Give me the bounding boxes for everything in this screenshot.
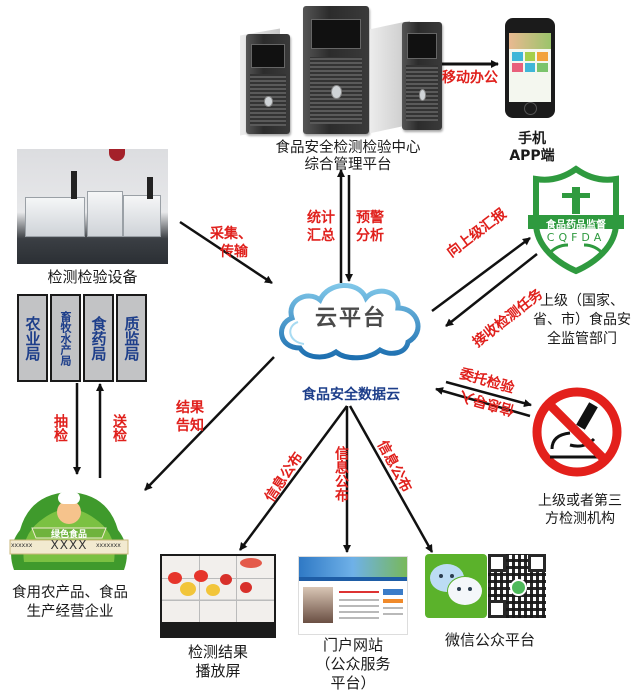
cloud-title: 云平台 — [314, 306, 387, 331]
cqfda-logo-abbr: CQFDA — [546, 231, 606, 244]
third-party-line1: 上级或者第三 — [538, 493, 622, 509]
server-right — [402, 22, 442, 130]
display-screen-image — [160, 554, 276, 638]
bureau-quality-label: 质监局 — [122, 315, 141, 361]
cqfda-logo-text: 食品药品监督 — [546, 220, 606, 231]
flow-label-sampling: 抽检 — [52, 414, 68, 442]
arrow-report-up — [431, 236, 531, 313]
portal-line1: 门户网站 — [322, 636, 383, 654]
arrow-publish-left — [238, 405, 349, 551]
flow-label-result-2: 告知 — [176, 418, 204, 434]
qr-code-icon — [488, 554, 546, 618]
wechat-label: 微信公众平台 — [444, 631, 535, 649]
supervisor-label: 上级（国家、 省、市）食品安 全监管部门 — [520, 292, 644, 349]
cloud-icon — [279, 283, 421, 361]
management-center-line2: 综合管理平台 — [304, 157, 392, 173]
green-food-fill-right: xxxxxxx — [96, 542, 121, 549]
display-screen-label: 检测结果 播放屏 — [160, 643, 276, 681]
flow-label-warning-2: 分析 — [356, 228, 384, 244]
mobile-app-line2: APP端 — [509, 148, 555, 164]
mobile-app-label: 手机 APP端 — [505, 131, 559, 165]
lab-equipment-image — [17, 149, 168, 264]
flow-label-collect-1: 采集、 — [210, 226, 252, 242]
bureau-livestock-label: 畜牧水产局 — [59, 310, 72, 366]
flow-label-result-1: 结果 — [176, 400, 204, 416]
wechat-icon — [425, 554, 487, 618]
bureau-agriculture: 农业局 — [17, 294, 48, 382]
cqfda-shield-logo — [528, 165, 624, 275]
arrow-collect-transmit — [179, 220, 273, 285]
management-center-label: 食品安全检测检验中心 综合管理平台 — [250, 140, 446, 174]
display-screen-line1: 检测结果 — [187, 643, 248, 661]
green-food-mark: XXXX — [50, 538, 88, 552]
enterprise-line2: 生产经营企业 — [26, 604, 114, 620]
no-microscope-icon — [532, 387, 622, 477]
server-center — [303, 6, 369, 134]
arrow-info-import — [435, 387, 531, 418]
flow-label-mobile-office: 移动办公 — [442, 70, 498, 86]
portal-website-image — [298, 556, 408, 635]
portal-label: 门户网站 （公众服务 平台） — [300, 636, 406, 693]
portal-line3: 平台） — [330, 674, 376, 692]
bureau-livestock-aquatic: 畜牧水产局 — [50, 294, 81, 382]
bureau-agriculture-label: 农业局 — [23, 315, 42, 361]
supervisor-line2: 省、市）食品安 — [533, 312, 631, 328]
flow-label-stat-2: 汇总 — [307, 228, 335, 244]
bureau-food-drug-label: 食药局 — [89, 315, 108, 361]
green-food-banner: 绿色食品 — [50, 530, 87, 540]
flow-label-publish-center: 信息公布 — [333, 446, 349, 502]
flow-label-warning-1: 预警 — [356, 210, 384, 226]
arrow-publish-right — [348, 405, 434, 553]
third-party-label: 上级或者第三 方检测机构 — [524, 492, 636, 528]
supervisor-line3: 全监管部门 — [547, 331, 617, 347]
green-food-fill-left: xxxxxx — [11, 542, 33, 549]
arrow-entrust-test — [445, 380, 532, 408]
enterprise-line1: 食用农产品、食品 — [12, 585, 128, 601]
flow-label-collect-2: 传输 — [220, 244, 248, 260]
supervisor-line1: 上级（国家、 — [540, 293, 624, 309]
bureau-food-drug: 食药局 — [83, 294, 114, 382]
third-party-line2: 方检测机构 — [545, 511, 615, 527]
arrow-result-notify — [144, 356, 275, 491]
mobile-app-line1: 手机 — [518, 131, 546, 147]
bureau-quality: 质监局 — [116, 294, 147, 382]
management-center-line1: 食品安全检测检验中心 — [275, 140, 421, 156]
flow-label-stat-1: 统计 — [307, 210, 335, 226]
display-screen-line2: 播放屏 — [195, 662, 241, 680]
lab-equipment-label: 检测检验设备 — [47, 268, 138, 286]
cloud-caption: 食品安全数据云 — [302, 387, 400, 403]
green-food-logo — [9, 492, 129, 570]
arrow-receive-task — [445, 253, 538, 327]
bureau-group: 农业局 畜牧水产局 食药局 质监局 — [17, 294, 147, 382]
server-left — [246, 34, 290, 134]
enterprise-label: 食用农产品、食品 生产经营企业 — [0, 584, 140, 622]
flow-label-submit: 送检 — [111, 414, 127, 442]
portal-line2: （公众服务 — [315, 655, 391, 673]
phone-image — [505, 18, 555, 118]
